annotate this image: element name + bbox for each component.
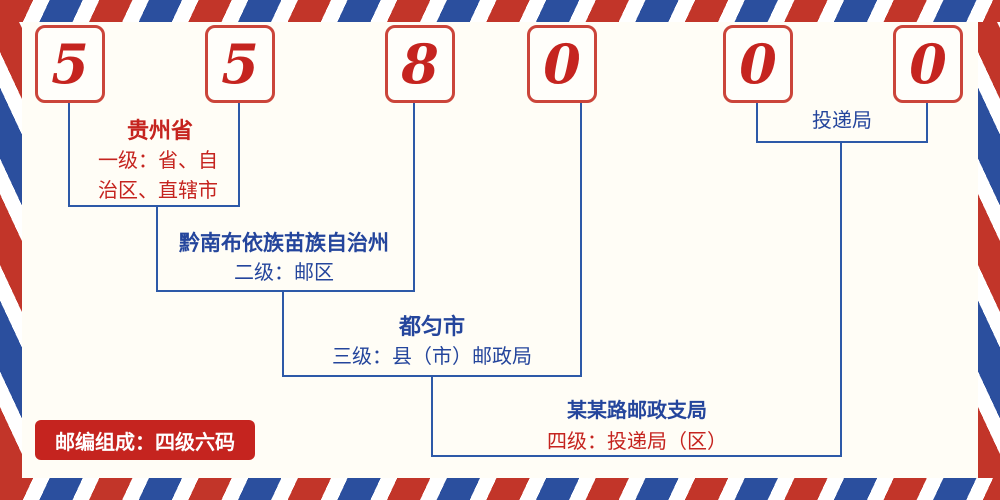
delivery-drop-vline (840, 141, 842, 455)
digit-6: 0 (909, 32, 947, 96)
airmail-border-bottom (0, 478, 1000, 500)
digit-box-5: 0 (723, 25, 793, 103)
level2-desc: 二级：邮区 (234, 262, 334, 284)
province-label: 贵州省 (126, 118, 193, 143)
digit-box-6: 0 (893, 25, 963, 103)
airmail-border-top (0, 0, 1000, 22)
level1-desc: 一级：省、自 治区、直辖市 (78, 146, 238, 206)
delivery-right-vline (926, 103, 928, 143)
airmail-border-right (978, 22, 1000, 478)
level3-digit4-vline (580, 103, 582, 377)
branch-office-label: 某某路邮政支局 (567, 400, 707, 422)
level1-bottom-hline (68, 205, 240, 207)
level4-desc: 四级：投递局（区） (547, 431, 727, 453)
digit-2: 5 (221, 32, 259, 96)
delivery-office-label: 投递局 (812, 110, 872, 132)
level2-bottom-hline (156, 290, 415, 292)
digit-3: 8 (401, 32, 439, 96)
digit-box-4: 0 (527, 25, 597, 103)
digit-box-3: 8 (385, 25, 455, 103)
digit-4: 0 (543, 32, 581, 96)
level1-desc-line1: 一级：省、自 (98, 150, 218, 172)
composition-note: 邮编组成：四级六码 (55, 431, 235, 454)
prefecture-label: 黔南布依族苗族自治州 (179, 232, 389, 255)
digit-box-1: 5 (35, 25, 105, 103)
airmail-border-left (0, 22, 22, 478)
digit-5: 0 (739, 32, 777, 96)
city-label: 都匀市 (398, 314, 465, 339)
digit-1: 5 (51, 32, 89, 96)
delivery-bottom-hline (756, 141, 928, 143)
level2-digit3-vline (413, 103, 415, 292)
digit-box-2: 5 (205, 25, 275, 103)
level1-right-vline (238, 103, 240, 205)
level3-desc: 三级：县（市）邮政局 (332, 346, 532, 368)
level4-bottom-hline (431, 455, 842, 457)
level4-left-vline (431, 375, 433, 457)
level1-left-vline (68, 103, 70, 205)
level3-left-vline (282, 290, 284, 377)
composition-note-box: 邮编组成：四级六码 (35, 420, 255, 460)
delivery-left-vline (756, 103, 758, 143)
level1-desc-line2: 治区、直辖市 (98, 180, 218, 202)
level2-left-vline (156, 205, 158, 292)
